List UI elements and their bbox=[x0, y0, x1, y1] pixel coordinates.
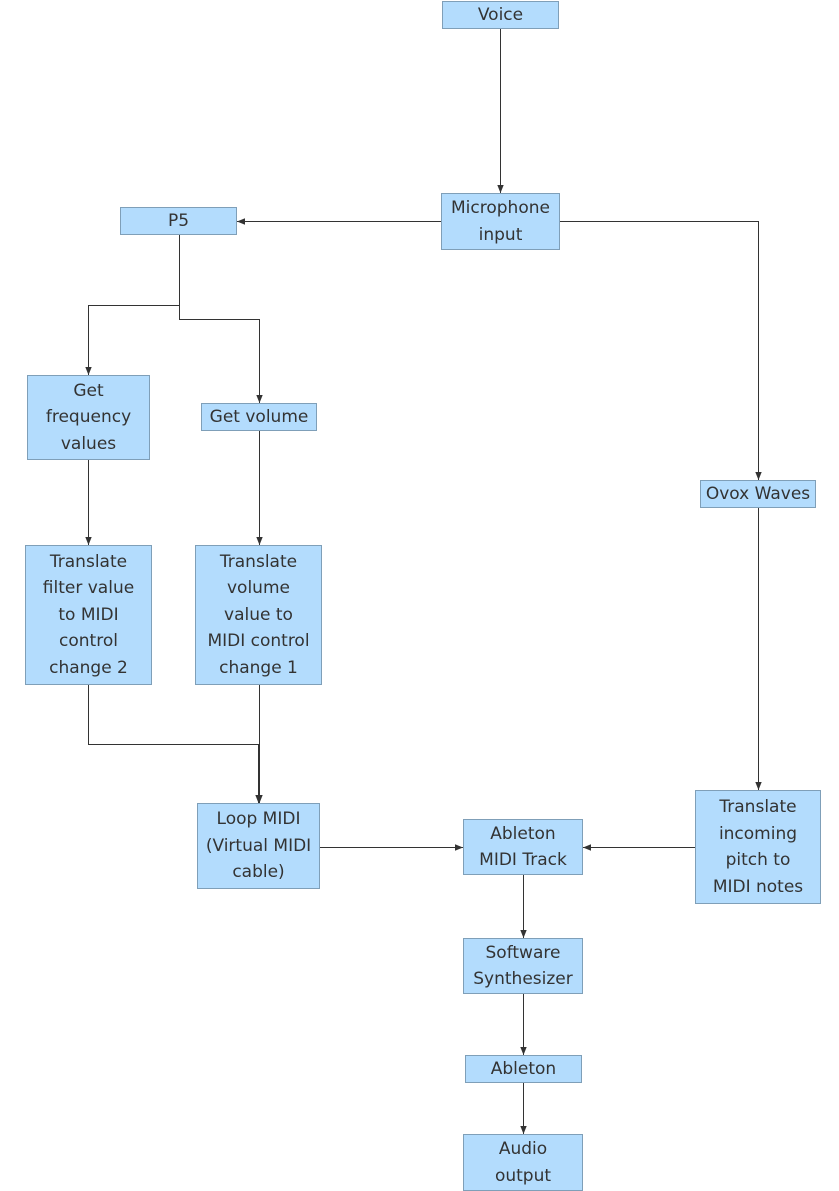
edge-p5-to-get-volume bbox=[179, 235, 263, 403]
node-translate-volume: Translate volume value to MIDI control c… bbox=[195, 545, 322, 685]
node-get-frequency-values: Get frequency values bbox=[27, 375, 150, 460]
node-ableton: Ableton bbox=[465, 1055, 582, 1083]
node-audio-output: Audio output bbox=[463, 1134, 583, 1191]
node-ovox-waves: Ovox Waves bbox=[700, 480, 816, 508]
edge-translate-filter-to-loop-midi bbox=[88, 685, 262, 803]
edge-p5-to-get-frequency bbox=[85, 235, 180, 375]
node-translate-pitch: Translate incoming pitch to MIDI notes bbox=[695, 790, 821, 904]
node-get-volume: Get volume bbox=[201, 403, 317, 431]
edge-microphone-to-ovox bbox=[560, 221, 762, 480]
node-ableton-midi-track: Ableton MIDI Track bbox=[463, 819, 583, 875]
node-translate-filter: Translate filter value to MIDI control c… bbox=[25, 545, 152, 685]
node-loop-midi: Loop MIDI (Virtual MIDI cable) bbox=[197, 803, 320, 889]
node-voice: Voice bbox=[442, 1, 559, 29]
node-p5: P5 bbox=[120, 207, 237, 235]
node-microphone-input: Microphone input bbox=[441, 193, 560, 250]
node-software-synthesizer: Software Synthesizer bbox=[463, 938, 583, 994]
